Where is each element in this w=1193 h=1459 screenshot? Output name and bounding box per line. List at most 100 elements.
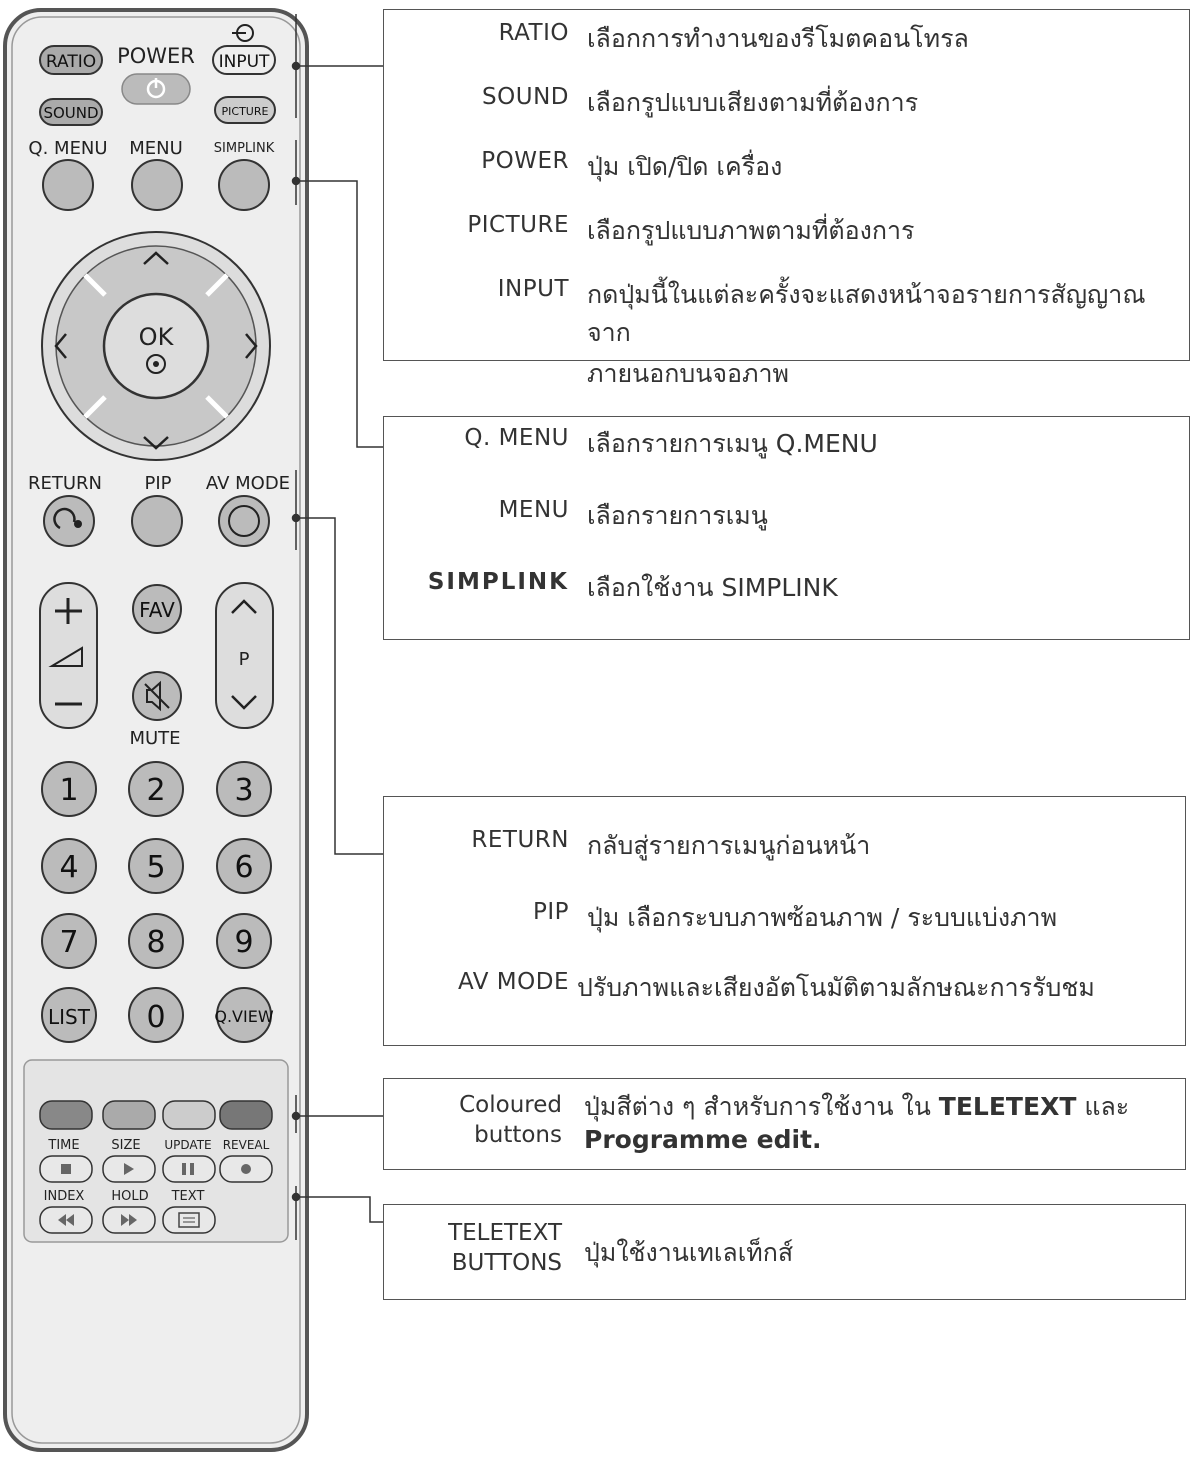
right-arrow-icon [245, 333, 258, 359]
left-arrow-icon [54, 333, 67, 359]
avmode-term: AV MODE [458, 969, 569, 995]
row-qmenu: Q. MENU เลือกรายการเมนู Q.MENU [384, 425, 878, 463]
sound-desc: เลือกรูปแบบเสียงตามที่ต้องการ [587, 88, 919, 117]
channel-rocker[interactable]: P [215, 582, 274, 729]
row-ratio: RATIO เลือกการทำงานของรีโมตคอนโทรล [384, 20, 969, 58]
green-button[interactable] [102, 1100, 156, 1130]
svg-text:PICTURE: PICTURE [222, 105, 269, 118]
return-button[interactable] [43, 495, 95, 547]
svg-text:Q.VIEW: Q.VIEW [214, 1007, 273, 1026]
return-icon [53, 507, 76, 530]
row-picture: PICTURE เลือกรูปแบบภาพตามที่ต้องการ [384, 212, 914, 250]
qmenu-button[interactable] [42, 159, 94, 211]
info-box-return: RETURN กลับสู่รายการเมนูก่อนหน้า PIP ปุ่… [383, 796, 1186, 1046]
ok-button[interactable]: OK [102, 292, 210, 400]
list-button[interactable]: LIST [41, 987, 97, 1043]
qmenu-desc: เลือกรายการเมนู Q.MENU [587, 429, 878, 458]
picture-desc: เลือกรูปแบบภาพตามที่ต้องการ [587, 216, 915, 245]
row-power: POWER ปุ่ม เปิด/ปิด เครื่อง [384, 148, 782, 186]
qview-button[interactable]: Q.VIEW [214, 987, 274, 1043]
reveal-label: REVEAL [223, 1138, 270, 1152]
size-button[interactable] [102, 1155, 156, 1183]
number-pad[interactable]: 1 2 3 4 5 6 7 8 9 [41, 761, 272, 969]
text-button[interactable] [162, 1206, 216, 1234]
sound-button[interactable]: SOUND [39, 98, 103, 126]
digit-2-button[interactable]: 2 [128, 761, 184, 817]
remote-control: RATIO POWER INPUT SOUND PICTURE Q. MENU … [3, 8, 309, 1452]
digit-5-button[interactable]: 5 [128, 838, 184, 894]
input-desc: กดปุ่มนี้ในแต่ละครั้งจะแสดงหน้าจอรายการส… [587, 280, 1146, 347]
yellow-button[interactable] [162, 1100, 216, 1130]
buttons-term-2: BUTTONS [451, 1249, 562, 1276]
down-arrow-icon [143, 436, 169, 450]
play-icon [124, 1163, 134, 1175]
svg-text:5: 5 [146, 850, 165, 885]
svg-text:P: P [239, 649, 250, 670]
simplink-term: SIMPLINK [427, 569, 569, 595]
avmode-button[interactable] [218, 495, 270, 547]
digit-8-button[interactable]: 8 [128, 913, 184, 969]
qmenu-label: Q. MENU [28, 138, 107, 159]
update-button[interactable] [162, 1155, 216, 1183]
info-box-coloured: Coloured buttons ปุ่มสีต่าง ๆ สำหรับการใ… [383, 1078, 1186, 1170]
info-box-teletext: TELETEXT BUTTONS ปุ่มใช้งานเทเลเท็กส์ [383, 1204, 1186, 1300]
digit-9-button[interactable]: 9 [216, 913, 272, 969]
svg-text:0: 0 [146, 1000, 165, 1035]
hold-label: HOLD [111, 1189, 148, 1204]
ratio-button[interactable]: RATIO [39, 45, 103, 75]
hold-button[interactable] [102, 1206, 156, 1234]
svg-text:4: 4 [59, 850, 78, 885]
row-return: RETURN กลับสู่รายการเมนูก่อนหน้า [384, 827, 870, 865]
simplink-label: SIMPLINK [214, 141, 275, 156]
row-simplink: SIMPLINK เลือกใช้งาน SIMPLINK [384, 569, 838, 607]
record-icon [241, 1164, 251, 1174]
svg-text:3: 3 [234, 773, 253, 808]
svg-text:9: 9 [234, 925, 253, 960]
power-button[interactable] [121, 73, 191, 105]
blue-button[interactable] [219, 1100, 273, 1130]
row-pip: PIP ปุ่ม เลือกระบบภาพซ้อนภาพ / ระบบแบ่งภ… [384, 899, 1057, 937]
fast-forward-icon [121, 1214, 129, 1226]
simplink-button[interactable] [218, 159, 270, 211]
zero-button[interactable]: 0 [128, 987, 184, 1043]
time-label: TIME [47, 1138, 79, 1153]
digit-4-button[interactable]: 4 [41, 838, 97, 894]
fav-button[interactable]: FAV [132, 584, 182, 634]
svg-text:1: 1 [59, 773, 78, 808]
picture-term: PICTURE [467, 212, 569, 238]
return-desc: กลับสู่รายการเมนูก่อนหน้า [587, 831, 871, 860]
qmenu-term: Q. MENU [464, 425, 569, 451]
index-label: INDEX [44, 1189, 85, 1204]
row-sound: SOUND เลือกรูปแบบเสียงตามที่ต้องการ [384, 84, 918, 122]
volume-rocker[interactable] [39, 582, 98, 729]
ratio-term: RATIO [498, 20, 569, 46]
digit-6-button[interactable]: 6 [216, 838, 272, 894]
svg-text:LIST: LIST [48, 1005, 91, 1029]
pip-desc: ปุ่ม เลือกระบบภาพซ้อนภาพ / ระบบแบ่งภาพ [587, 903, 1058, 932]
menu-button[interactable] [131, 159, 183, 211]
reveal-button[interactable] [219, 1155, 273, 1183]
mute-button[interactable] [132, 671, 182, 721]
digit-7-button[interactable]: 7 [41, 913, 97, 969]
input-term: INPUT [497, 276, 569, 302]
coloured-desc-line2: Programme edit. [584, 1124, 822, 1154]
input-button[interactable]: INPUT [212, 45, 276, 75]
index-button[interactable] [39, 1206, 93, 1234]
return-term: RETURN [471, 827, 569, 853]
svg-text:OK: OK [139, 323, 175, 351]
svg-text:INPUT: INPUT [219, 52, 270, 72]
digit-1-button[interactable]: 1 [41, 761, 97, 817]
menu-desc: เลือกรายการเมนู [587, 501, 768, 530]
ratio-desc: เลือกการทำงานของรีโมตคอนโทรล [587, 24, 969, 53]
time-button[interactable] [39, 1155, 93, 1183]
picture-button[interactable]: PICTURE [214, 96, 276, 124]
text-icon [178, 1212, 200, 1228]
svg-text:8: 8 [146, 925, 165, 960]
pip-label: PIP [144, 473, 171, 494]
teletext-desc: ปุ่มใช้งานเทเลเท็กส์ [584, 1238, 794, 1267]
volume-icon [48, 646, 83, 667]
digit-3-button[interactable]: 3 [216, 761, 272, 817]
red-button[interactable] [39, 1100, 93, 1130]
pip-button[interactable] [131, 495, 183, 547]
teletext-term: TELETEXT [448, 1220, 562, 1246]
